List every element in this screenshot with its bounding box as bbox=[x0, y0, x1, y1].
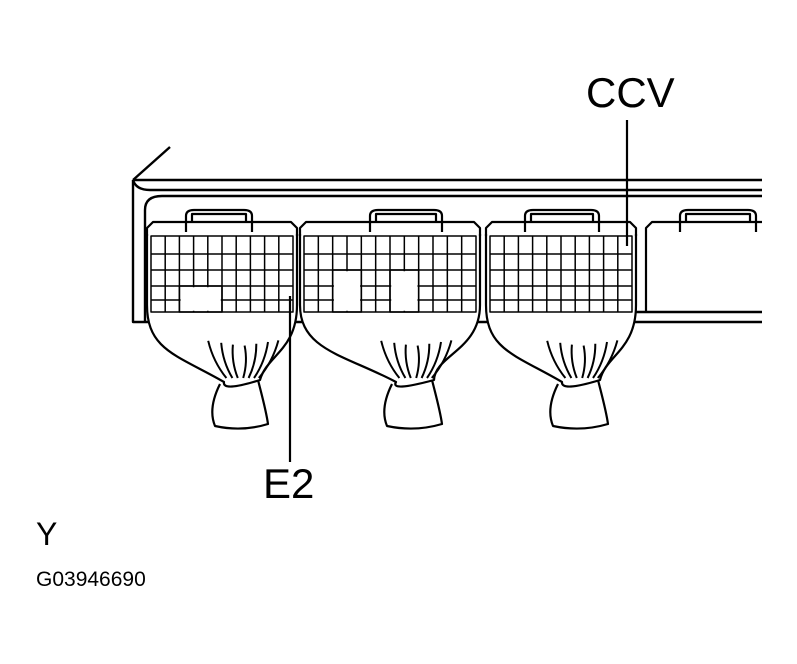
wire bbox=[258, 340, 280, 379]
connector-1 bbox=[145, 208, 299, 430]
wire bbox=[546, 340, 567, 379]
connector-top-ledge bbox=[484, 220, 638, 236]
wire bbox=[380, 340, 401, 379]
housing-corner-edge bbox=[132, 146, 171, 181]
connector-3 bbox=[484, 208, 638, 430]
harness-cable bbox=[383, 379, 444, 430]
wire-fan bbox=[546, 340, 619, 379]
latch-tab-inner bbox=[374, 212, 438, 222]
blank-cavity bbox=[391, 271, 418, 311]
figure-code-label: G03946690 bbox=[36, 568, 146, 591]
latch-tab-inner bbox=[529, 212, 595, 222]
wire bbox=[586, 343, 597, 379]
blank-cavity bbox=[333, 271, 361, 311]
wire bbox=[597, 340, 619, 379]
connector-4-latch-tab-inner bbox=[684, 212, 752, 222]
connector-top-ledge bbox=[145, 220, 299, 236]
view-letter-label: Y bbox=[36, 516, 58, 552]
wire bbox=[581, 345, 586, 379]
wire bbox=[415, 345, 420, 379]
wire bbox=[570, 344, 578, 379]
blank-cavity-outline bbox=[178, 285, 223, 313]
blank-cavity bbox=[180, 287, 221, 311]
wire bbox=[253, 341, 269, 379]
wire bbox=[207, 340, 228, 379]
connector-top-ledge bbox=[298, 220, 482, 236]
connectors bbox=[145, 208, 762, 430]
wire bbox=[559, 342, 573, 379]
connector-4-partial bbox=[644, 208, 762, 312]
leader-lines bbox=[288, 120, 629, 462]
harness-cable bbox=[549, 379, 610, 430]
latch-tab-inner bbox=[190, 212, 248, 222]
connector-2 bbox=[298, 208, 482, 430]
wire bbox=[592, 341, 608, 379]
connector-4-body bbox=[644, 220, 762, 312]
latch-tab bbox=[368, 208, 444, 232]
wire bbox=[242, 345, 247, 379]
wire-fan bbox=[380, 340, 453, 379]
wire bbox=[426, 341, 442, 379]
wire bbox=[404, 344, 412, 379]
latch-tab bbox=[523, 208, 601, 232]
connector-4-latch-tab bbox=[678, 208, 758, 232]
housing-inner-frame-top bbox=[143, 194, 762, 211]
wire-fan bbox=[207, 340, 280, 379]
terminal-grid bbox=[489, 235, 633, 313]
wire bbox=[420, 343, 431, 379]
terminal-grid bbox=[150, 235, 294, 313]
wire bbox=[247, 343, 258, 379]
terminal-grid bbox=[303, 235, 477, 313]
ccv-terminal-label: CCV bbox=[586, 69, 675, 116]
wire bbox=[231, 344, 239, 379]
latch-tab bbox=[184, 208, 254, 232]
wire bbox=[431, 340, 453, 379]
wire bbox=[220, 342, 234, 379]
wire bbox=[393, 342, 407, 379]
housing-top-lip bbox=[131, 179, 762, 192]
blank-cavity-outline bbox=[331, 269, 363, 313]
e2-terminal-label: E2 bbox=[263, 460, 315, 507]
harness-cable bbox=[211, 379, 270, 430]
blank-cavity-outline bbox=[389, 269, 420, 313]
